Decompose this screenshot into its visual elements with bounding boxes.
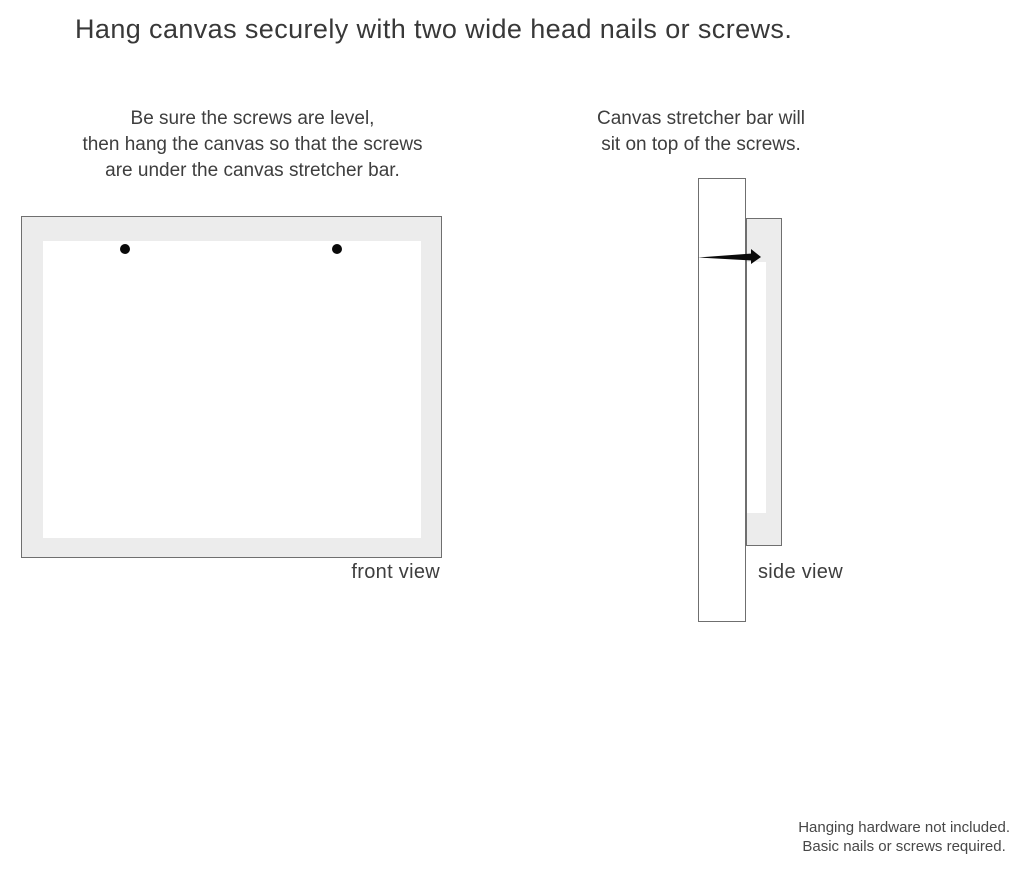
canvas-frame-front [21,216,442,558]
instruction-side-view: Canvas stretcher bar will sit on top of … [596,108,806,155]
canvas-side-face [747,262,766,513]
nail-icon [698,249,761,264]
canvas-side [746,218,782,546]
stretcher-bar-side [698,178,746,622]
hardware-footnote: Hanging hardware not included. Basic nai… [798,819,1010,855]
page-title: Hang canvas securely with two wide head … [75,14,793,44]
screw-left-icon [120,244,130,254]
screw-right-icon [332,244,342,254]
side-view-label: side view [758,561,843,583]
instruction-front-view: Be sure the screws are level, then hang … [82,108,423,181]
front-view-label: front view [351,561,440,583]
canvas-front-face [43,241,421,538]
